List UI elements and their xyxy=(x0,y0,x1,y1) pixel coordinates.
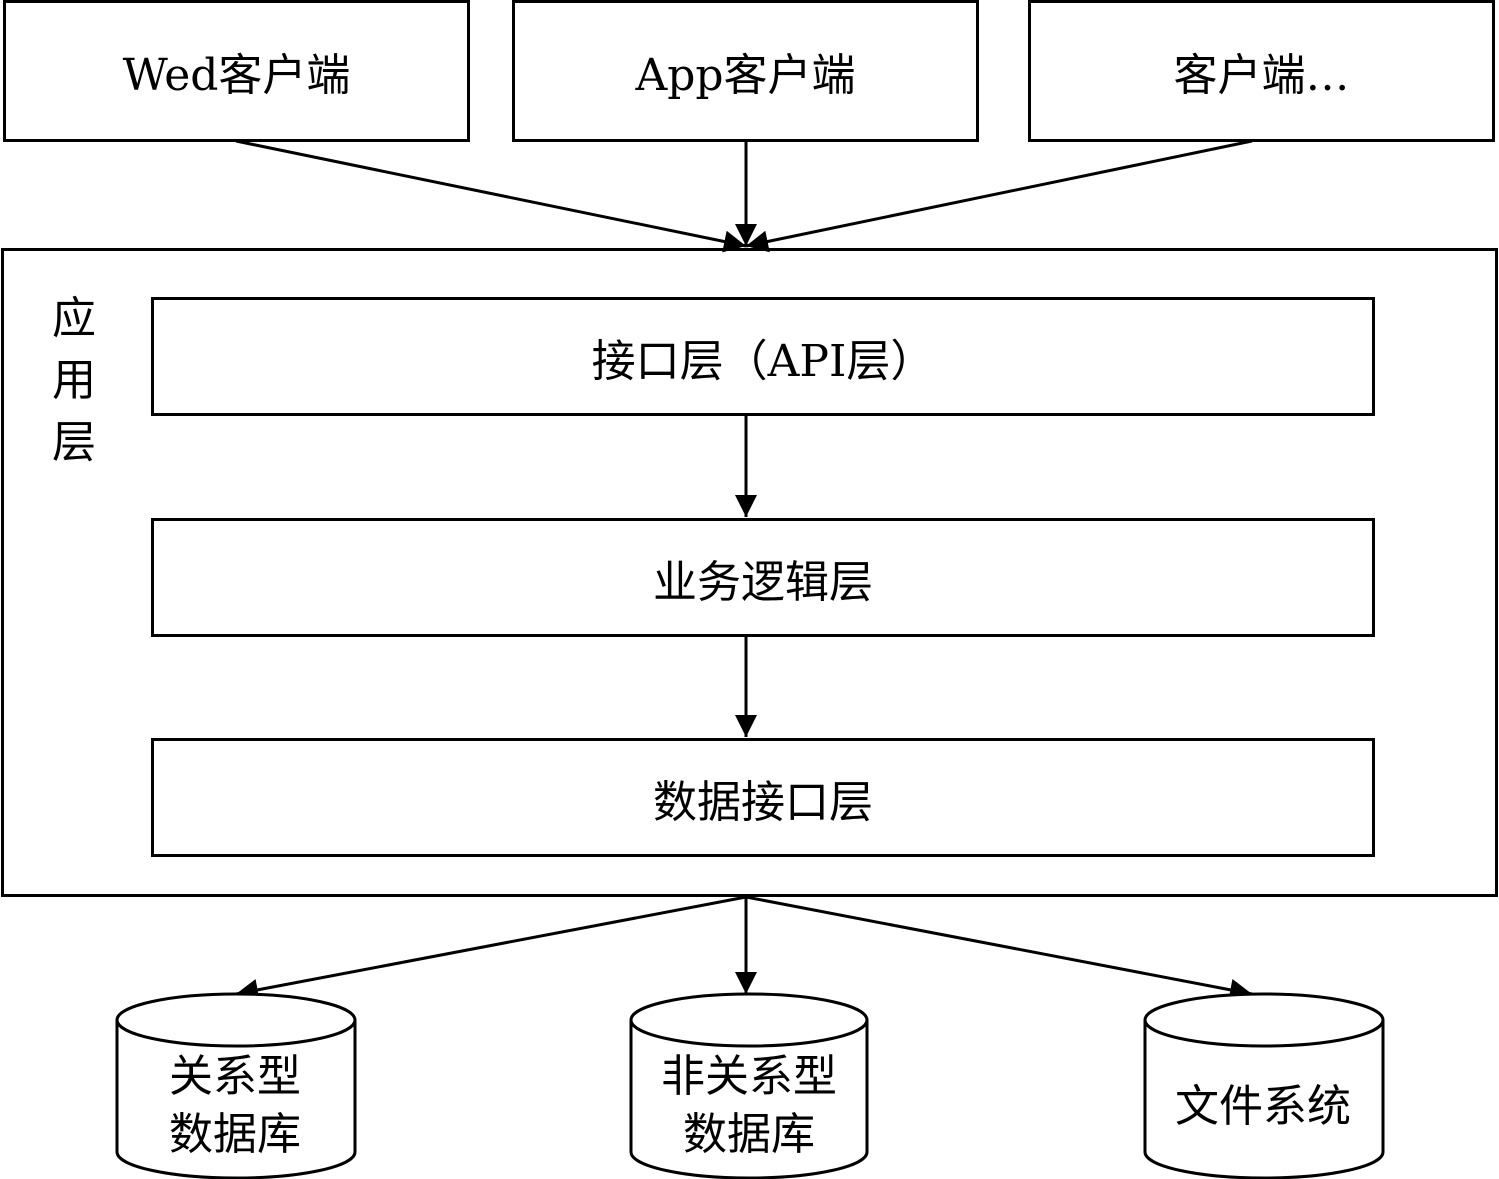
web-client-box: Wed客户端 xyxy=(3,0,470,142)
relational-db-label-line: 数据库 xyxy=(169,1109,301,1160)
relational-db-label: 关系型 数据库 xyxy=(116,1048,354,1164)
application-layer-label-char: 应 xyxy=(52,293,96,344)
nosql-db-label-line: 数据库 xyxy=(683,1109,815,1160)
data-interface-layer-label: 数据接口层 xyxy=(653,776,873,828)
app-client-label: App客户端 xyxy=(635,50,856,101)
file-system-label-line: 文件系统 xyxy=(1175,1081,1351,1132)
api-layer-label: 接口层（API层） xyxy=(591,335,935,387)
other-client-label: 客户端… xyxy=(1173,50,1350,101)
relational-db-label-line: 关系型 xyxy=(169,1051,301,1102)
arrow-app-layer-to-file-system xyxy=(745,895,1253,1001)
app-client-box: App客户端 xyxy=(512,0,979,142)
arrow-other-to-app-layer xyxy=(745,139,1253,253)
nosql-db-label: 非关系型 数据库 xyxy=(630,1048,868,1164)
data-interface-layer-box: 数据接口层 xyxy=(151,738,1375,857)
file-system-label: 文件系统 xyxy=(1144,1078,1382,1136)
other-client-box: 客户端… xyxy=(1028,0,1495,142)
arrow-web-to-app-layer xyxy=(235,139,747,253)
business-logic-layer-label: 业务逻辑层 xyxy=(653,556,873,608)
api-layer-box: 接口层（API层） xyxy=(151,297,1375,416)
business-logic-layer-box: 业务逻辑层 xyxy=(151,518,1375,637)
application-layer-label-char: 用 xyxy=(52,355,96,406)
nosql-db-label-line: 非关系型 xyxy=(661,1051,837,1102)
application-layer-label-char: 层 xyxy=(52,417,96,468)
application-layer-label: 应 用 层 xyxy=(46,288,102,474)
arrow-app-layer-to-relational-db xyxy=(235,895,747,1001)
web-client-label: Wed客户端 xyxy=(122,50,351,101)
